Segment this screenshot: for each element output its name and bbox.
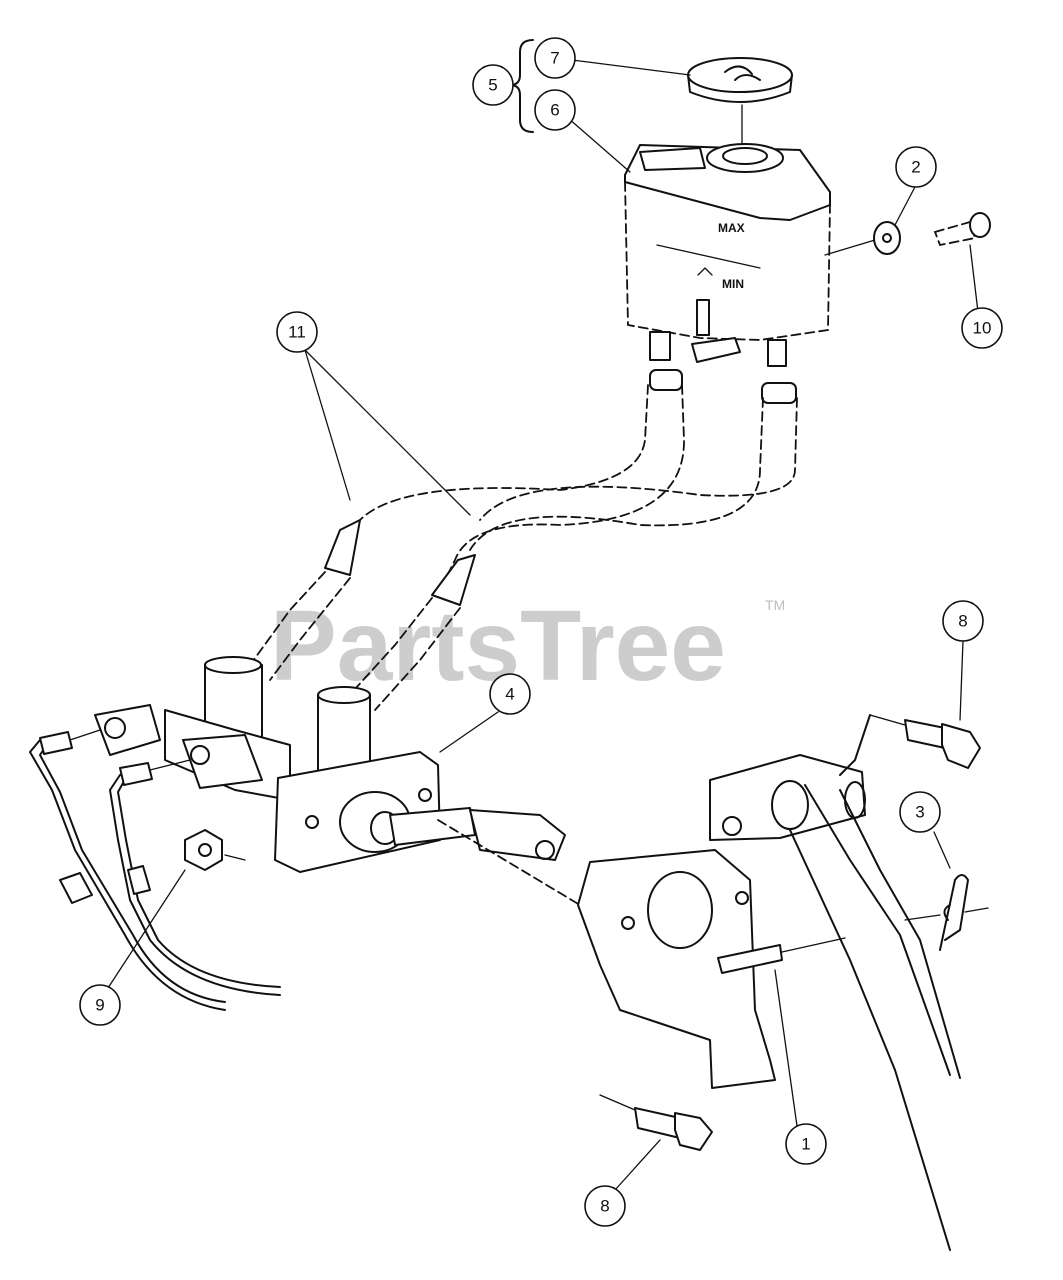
callout-6-label: 7 xyxy=(550,49,559,68)
line-axis-2 xyxy=(149,759,191,771)
callout-6[interactable]: 7 xyxy=(534,37,576,79)
bolt-axis-lower xyxy=(599,1094,636,1111)
reservoir-bolt[interactable] xyxy=(933,212,991,247)
callout-8a-label: 8 xyxy=(958,612,967,631)
leader-lines xyxy=(107,59,979,1191)
mount-axis-line xyxy=(824,239,876,256)
callout-10-label: 10 xyxy=(973,319,992,338)
callout-10[interactable]: 10 xyxy=(961,307,1003,349)
callout-3-label: 3 xyxy=(915,803,924,822)
reservoir-cap[interactable] xyxy=(687,57,793,103)
callout-8b-label: 8 xyxy=(600,1197,609,1216)
hairpin-clip[interactable] xyxy=(904,874,989,951)
callout-4-label: 4 xyxy=(505,685,514,704)
callout-9-label: 9 xyxy=(95,996,104,1015)
bolt-path-upper xyxy=(839,714,871,776)
watermark-trademark: TM xyxy=(765,597,785,613)
callout-11[interactable]: 11 xyxy=(276,311,318,353)
callout-7-label: 6 xyxy=(550,101,559,120)
line-axis-1 xyxy=(69,729,101,741)
callout-1-label: 1 xyxy=(801,1135,810,1154)
nut-axis xyxy=(224,854,246,861)
pedal-bolt-upper[interactable] xyxy=(904,719,981,769)
brake-fluid-reservoir[interactable]: MAX MIN xyxy=(624,143,831,367)
bolt-axis-upper xyxy=(869,714,906,726)
brake-lines[interactable] xyxy=(29,731,281,1011)
callout-8b[interactable]: 8 xyxy=(584,1185,626,1227)
min-marking: MIN xyxy=(722,277,744,291)
callout-3[interactable]: 3 xyxy=(899,791,941,833)
callout-5-label: 5 xyxy=(488,76,497,95)
washer[interactable] xyxy=(873,221,901,255)
callout-1[interactable]: 1 xyxy=(785,1123,827,1165)
pedal-bracket[interactable] xyxy=(437,819,846,1089)
hex-nut[interactable] xyxy=(184,829,223,871)
callout-5[interactable]: 5 xyxy=(472,64,514,106)
max-marking: MAX xyxy=(718,221,745,235)
callout-7[interactable]: 6 xyxy=(534,89,576,131)
brake-hoses[interactable] xyxy=(249,369,798,711)
callout-8a[interactable]: 8 xyxy=(942,600,984,642)
callout-4[interactable]: 4 xyxy=(489,673,531,715)
master-cylinder[interactable] xyxy=(94,656,566,873)
callout-11-label: 11 xyxy=(288,323,306,342)
brake-pedal-arm[interactable] xyxy=(709,754,961,1251)
pedal-bolt-lower[interactable] xyxy=(634,1107,713,1151)
callout-9[interactable]: 9 xyxy=(79,984,121,1026)
callout-2-label: 2 xyxy=(911,158,920,177)
callout-2[interactable]: 2 xyxy=(895,146,937,188)
